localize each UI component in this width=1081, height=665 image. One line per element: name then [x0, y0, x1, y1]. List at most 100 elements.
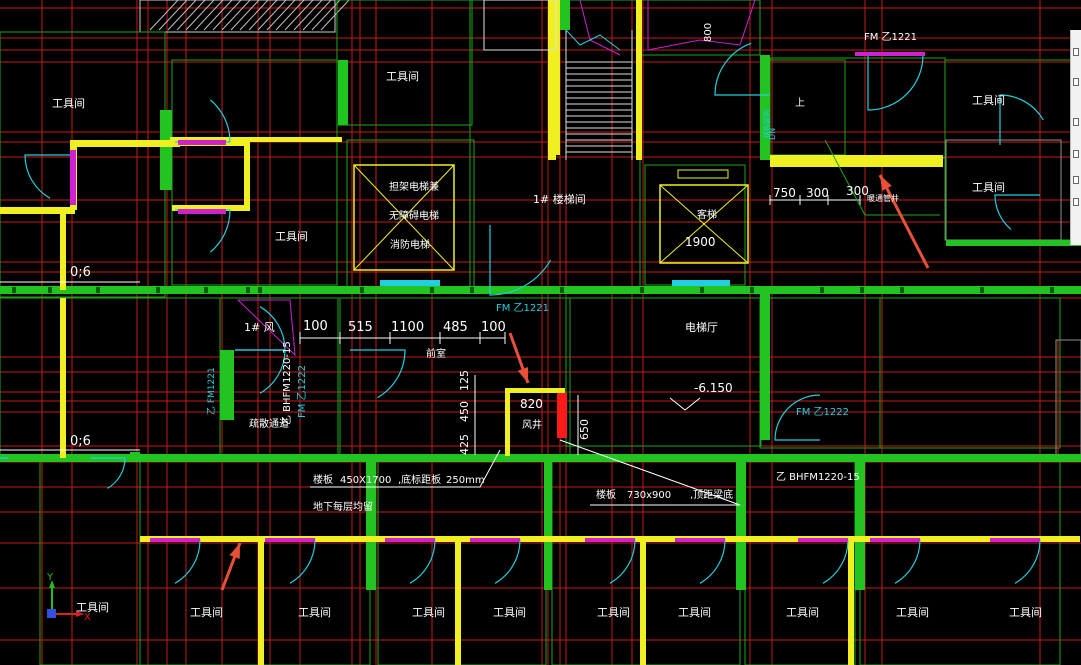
hatch-line — [311, 0, 341, 31]
room-label-smoke-room: 1# 风 — [244, 321, 275, 334]
room-label-tool-room: 工具间 — [412, 606, 445, 619]
doors — [0, 0, 1044, 584]
wall-segment — [560, 0, 570, 30]
leader-line — [559, 439, 741, 506]
hatch-line — [185, 0, 215, 31]
door-swing — [867, 54, 924, 111]
yellow-wall — [548, 0, 556, 160]
door-leaf — [178, 209, 226, 214]
wall-joint — [470, 287, 474, 293]
side-toolbar[interactable] — [1070, 30, 1081, 245]
wall-joint — [900, 287, 904, 293]
wall-joint — [750, 287, 754, 293]
room-outline — [377, 457, 547, 665]
room-label-elevator-hall: 电梯厅 — [685, 321, 718, 334]
room-label-tool-room: 工具间 — [275, 230, 308, 243]
toolbar-icon[interactable] — [1073, 150, 1079, 158]
yellow-wall — [258, 540, 264, 665]
door-swing — [265, 539, 316, 584]
hatch-line — [239, 0, 269, 31]
room-label-tool-room: 工具间 — [190, 606, 223, 619]
room-label-tool-room: 工具间 — [972, 181, 1005, 194]
room-label-fire-elevator-2: 无障碍电梯 — [389, 209, 439, 222]
room-outline — [171, 59, 338, 286]
wall-joint — [1050, 287, 1054, 293]
door-leaf — [870, 538, 920, 542]
toolbar-icon[interactable] — [1073, 78, 1079, 86]
room-outline — [859, 457, 1061, 665]
elevator-door — [380, 280, 440, 286]
room-label-front-room: 前室 — [426, 347, 446, 360]
door-leaf — [675, 538, 725, 542]
door-swing — [235, 349, 286, 394]
dimension-text: 125 — [458, 370, 471, 391]
wall-joint — [820, 287, 824, 293]
room-outline — [769, 59, 846, 156]
dimension-text: 425 — [458, 434, 471, 455]
door-leaf — [70, 150, 76, 205]
room-label-fire-elevator-3: 消防电梯 — [390, 238, 430, 251]
room-label-tool-room: 工具间 — [493, 606, 526, 619]
elevator-car — [659, 184, 749, 264]
dimension-text: 800 — [703, 23, 714, 42]
door-label: FM 乙1221 — [496, 302, 549, 314]
leader-line — [310, 449, 501, 488]
hatch-line — [212, 0, 242, 31]
wall-joint — [96, 287, 100, 293]
door-swing — [990, 539, 1041, 584]
door-leaf — [385, 538, 435, 542]
room-label-tool-room: 工具间 — [52, 97, 85, 110]
yellow-wall — [60, 210, 66, 290]
wall-segment — [366, 460, 376, 590]
door-leaf — [178, 140, 226, 145]
room-label-passenger-elevator: 客梯 — [697, 208, 717, 221]
door-swing — [24, 154, 75, 199]
annotations: 楼板 450X1700 ,底标距板 250mm 地下每层均留 楼板 730x90… — [313, 110, 771, 513]
door-swing — [714, 42, 770, 96]
dimension-text: 1100 — [391, 320, 424, 335]
door-label: FM 乙1222 — [796, 406, 849, 418]
hatch-line — [149, 0, 179, 31]
wall-joint — [360, 287, 364, 293]
dimension-text: 100 — [303, 319, 328, 334]
wall-segment — [736, 455, 746, 590]
elevator-cross — [659, 184, 749, 264]
wall-segment — [760, 290, 770, 440]
yellow-wall — [60, 298, 66, 458]
wall-joint — [258, 287, 262, 293]
door-label: FM 乙1221 — [864, 31, 917, 43]
door-swing — [175, 209, 231, 253]
ucs-icon: Y X — [46, 572, 91, 623]
elevator-car — [353, 164, 455, 271]
wall-segment — [544, 460, 552, 590]
door-leaf — [798, 538, 848, 542]
dimension-text: 300 — [846, 184, 869, 198]
door-swing — [999, 94, 1044, 145]
annotation-arrow — [878, 174, 930, 269]
note-text: 楼板 — [596, 488, 616, 501]
door-label: 乙 FM1221 — [206, 367, 217, 415]
dimension-text: 450 — [458, 401, 471, 422]
dimension-text: 485 — [443, 320, 468, 335]
toolbar-icon[interactable] — [1073, 118, 1079, 126]
door-swing — [0, 457, 8, 459]
door-swing — [870, 539, 921, 584]
wall-joint — [156, 287, 160, 293]
yellow-wall — [455, 540, 461, 665]
door-leaf — [265, 538, 315, 542]
dimension-texts: 100 515 1100 485 100 750 300 300 1900 82… — [70, 23, 869, 455]
room-outline — [39, 457, 141, 665]
note-text: ,底标距板 — [398, 473, 441, 486]
annotation-arrow-head — [517, 367, 529, 383]
hatch-line — [167, 0, 197, 31]
toolbar-icon[interactable] — [1073, 48, 1079, 56]
room-label-tool-room: 工具间 — [298, 606, 331, 619]
annotation-arrow-head — [880, 175, 892, 191]
door-swing — [774, 394, 821, 441]
hatch-line — [248, 0, 278, 31]
yellow-wall — [505, 388, 510, 456]
toolbar-icon[interactable] — [1073, 176, 1079, 184]
door-leaf — [585, 538, 635, 542]
toolbar-icon[interactable] — [1073, 198, 1079, 206]
